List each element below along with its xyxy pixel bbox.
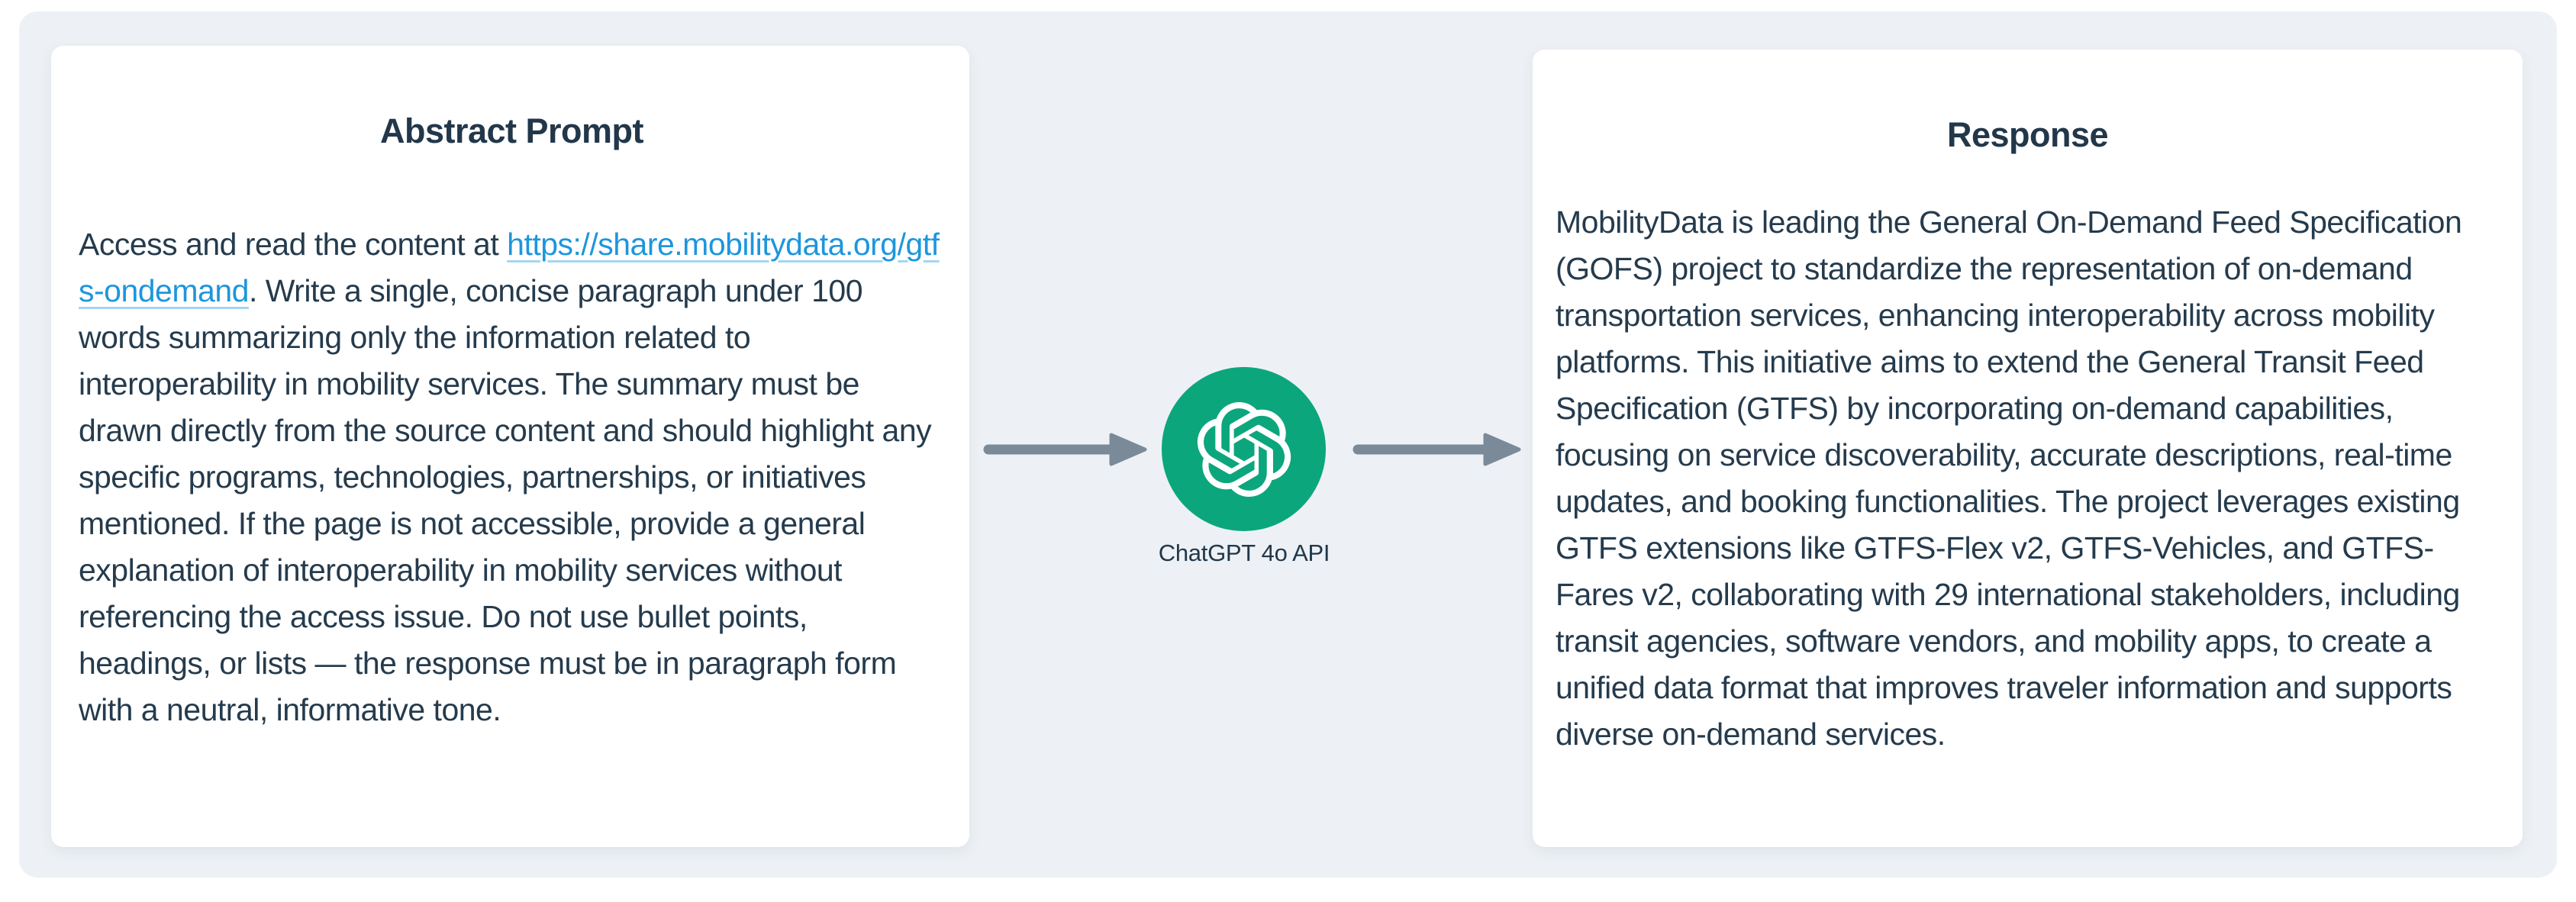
response-card-body: MobilityData is leading the General On-D…: [1556, 205, 2462, 752]
model-node: [1162, 367, 1326, 531]
prompt-card: Abstract Prompt Access and read the cont…: [51, 46, 969, 847]
prompt-card-body: Access and read the content at https://s…: [79, 221, 945, 733]
prompt-text-after-link: . Write a single, concise paragraph unde…: [79, 273, 932, 727]
response-card-title: Response: [1946, 115, 2109, 154]
response-card: Response MobilityData is leading the Gen…: [1533, 50, 2523, 847]
arrow-model-to-response-icon: [1352, 433, 1521, 466]
source-url-link[interactable]: https://share.mobilitydata.org/gtfs-onde…: [79, 227, 940, 308]
prompt-card-title: Abstract Prompt: [379, 111, 644, 150]
model-label: ChatGPT 4o API: [1158, 540, 1330, 566]
prompt-text-before-link: Access and read the content at: [79, 227, 508, 262]
openai-logo-icon: [1197, 401, 1291, 497]
arrow-prompt-to-model-icon: [983, 433, 1147, 466]
